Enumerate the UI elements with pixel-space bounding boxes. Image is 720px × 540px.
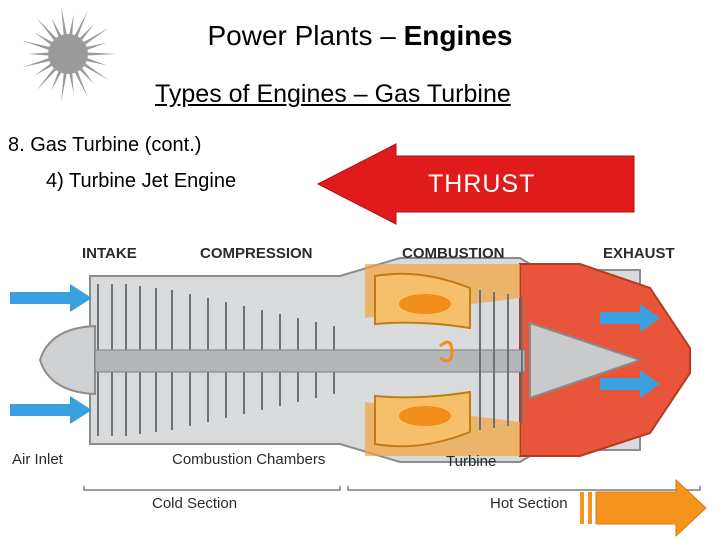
jet-engine-diagram: INTAKE COMPRESSION COMBUSTION EXHAUST Ai… bbox=[10, 245, 701, 512]
sun-ray bbox=[68, 71, 74, 94]
sun-ray bbox=[36, 66, 58, 91]
thrust-label: THRUST bbox=[428, 170, 536, 198]
next-slide-arrow-icon[interactable] bbox=[580, 478, 710, 538]
label-cold-section: Cold Section bbox=[152, 495, 237, 512]
sun-ray bbox=[85, 52, 116, 56]
sun-ray bbox=[34, 32, 54, 46]
sun-ray bbox=[28, 52, 51, 56]
sun-ray bbox=[73, 10, 88, 39]
sun-ray bbox=[78, 23, 95, 42]
sun-logo-icon bbox=[21, 6, 116, 102]
sun-ray bbox=[51, 69, 63, 91]
label-compression: COMPRESSION bbox=[200, 245, 313, 262]
label-turbine: Turbine bbox=[446, 453, 496, 470]
sun-ray bbox=[82, 62, 109, 80]
title-bold: Engines bbox=[403, 20, 513, 51]
sun-ray bbox=[21, 57, 52, 68]
slide-subtitle: Types of Engines – Gas Turbine bbox=[155, 80, 511, 108]
sun-ray bbox=[51, 17, 63, 39]
sun-ray bbox=[73, 69, 88, 98]
label-exhaust: EXHAUST bbox=[603, 245, 675, 262]
sun-ray bbox=[84, 57, 107, 66]
sun-ray bbox=[82, 28, 109, 46]
outline-item: 8. Gas Turbine (cont.) bbox=[8, 134, 202, 156]
sun-ray bbox=[68, 14, 74, 37]
title-main: Power Plants – bbox=[207, 20, 404, 51]
sun-ray bbox=[34, 62, 54, 76]
sun-ray bbox=[36, 17, 58, 42]
sun-ray bbox=[78, 66, 95, 85]
label-combustion: COMBUSTION bbox=[402, 245, 505, 262]
sun-ray bbox=[61, 71, 68, 102]
sun-ray bbox=[61, 6, 68, 37]
thrust-arrow-icon bbox=[316, 143, 635, 225]
label-air-inlet: Air Inlet bbox=[12, 451, 64, 468]
label-hot-section: Hot Section bbox=[490, 495, 568, 512]
slide-title: Power Plants – Engines bbox=[0, 20, 720, 52]
outline-sub-item: 4) Turbine Jet Engine bbox=[46, 170, 237, 192]
sun-ray bbox=[84, 42, 107, 51]
label-intake: INTAKE bbox=[82, 245, 137, 262]
label-combustion-chambers: Combustion Chambers bbox=[172, 451, 325, 468]
sun-ray bbox=[21, 40, 52, 51]
